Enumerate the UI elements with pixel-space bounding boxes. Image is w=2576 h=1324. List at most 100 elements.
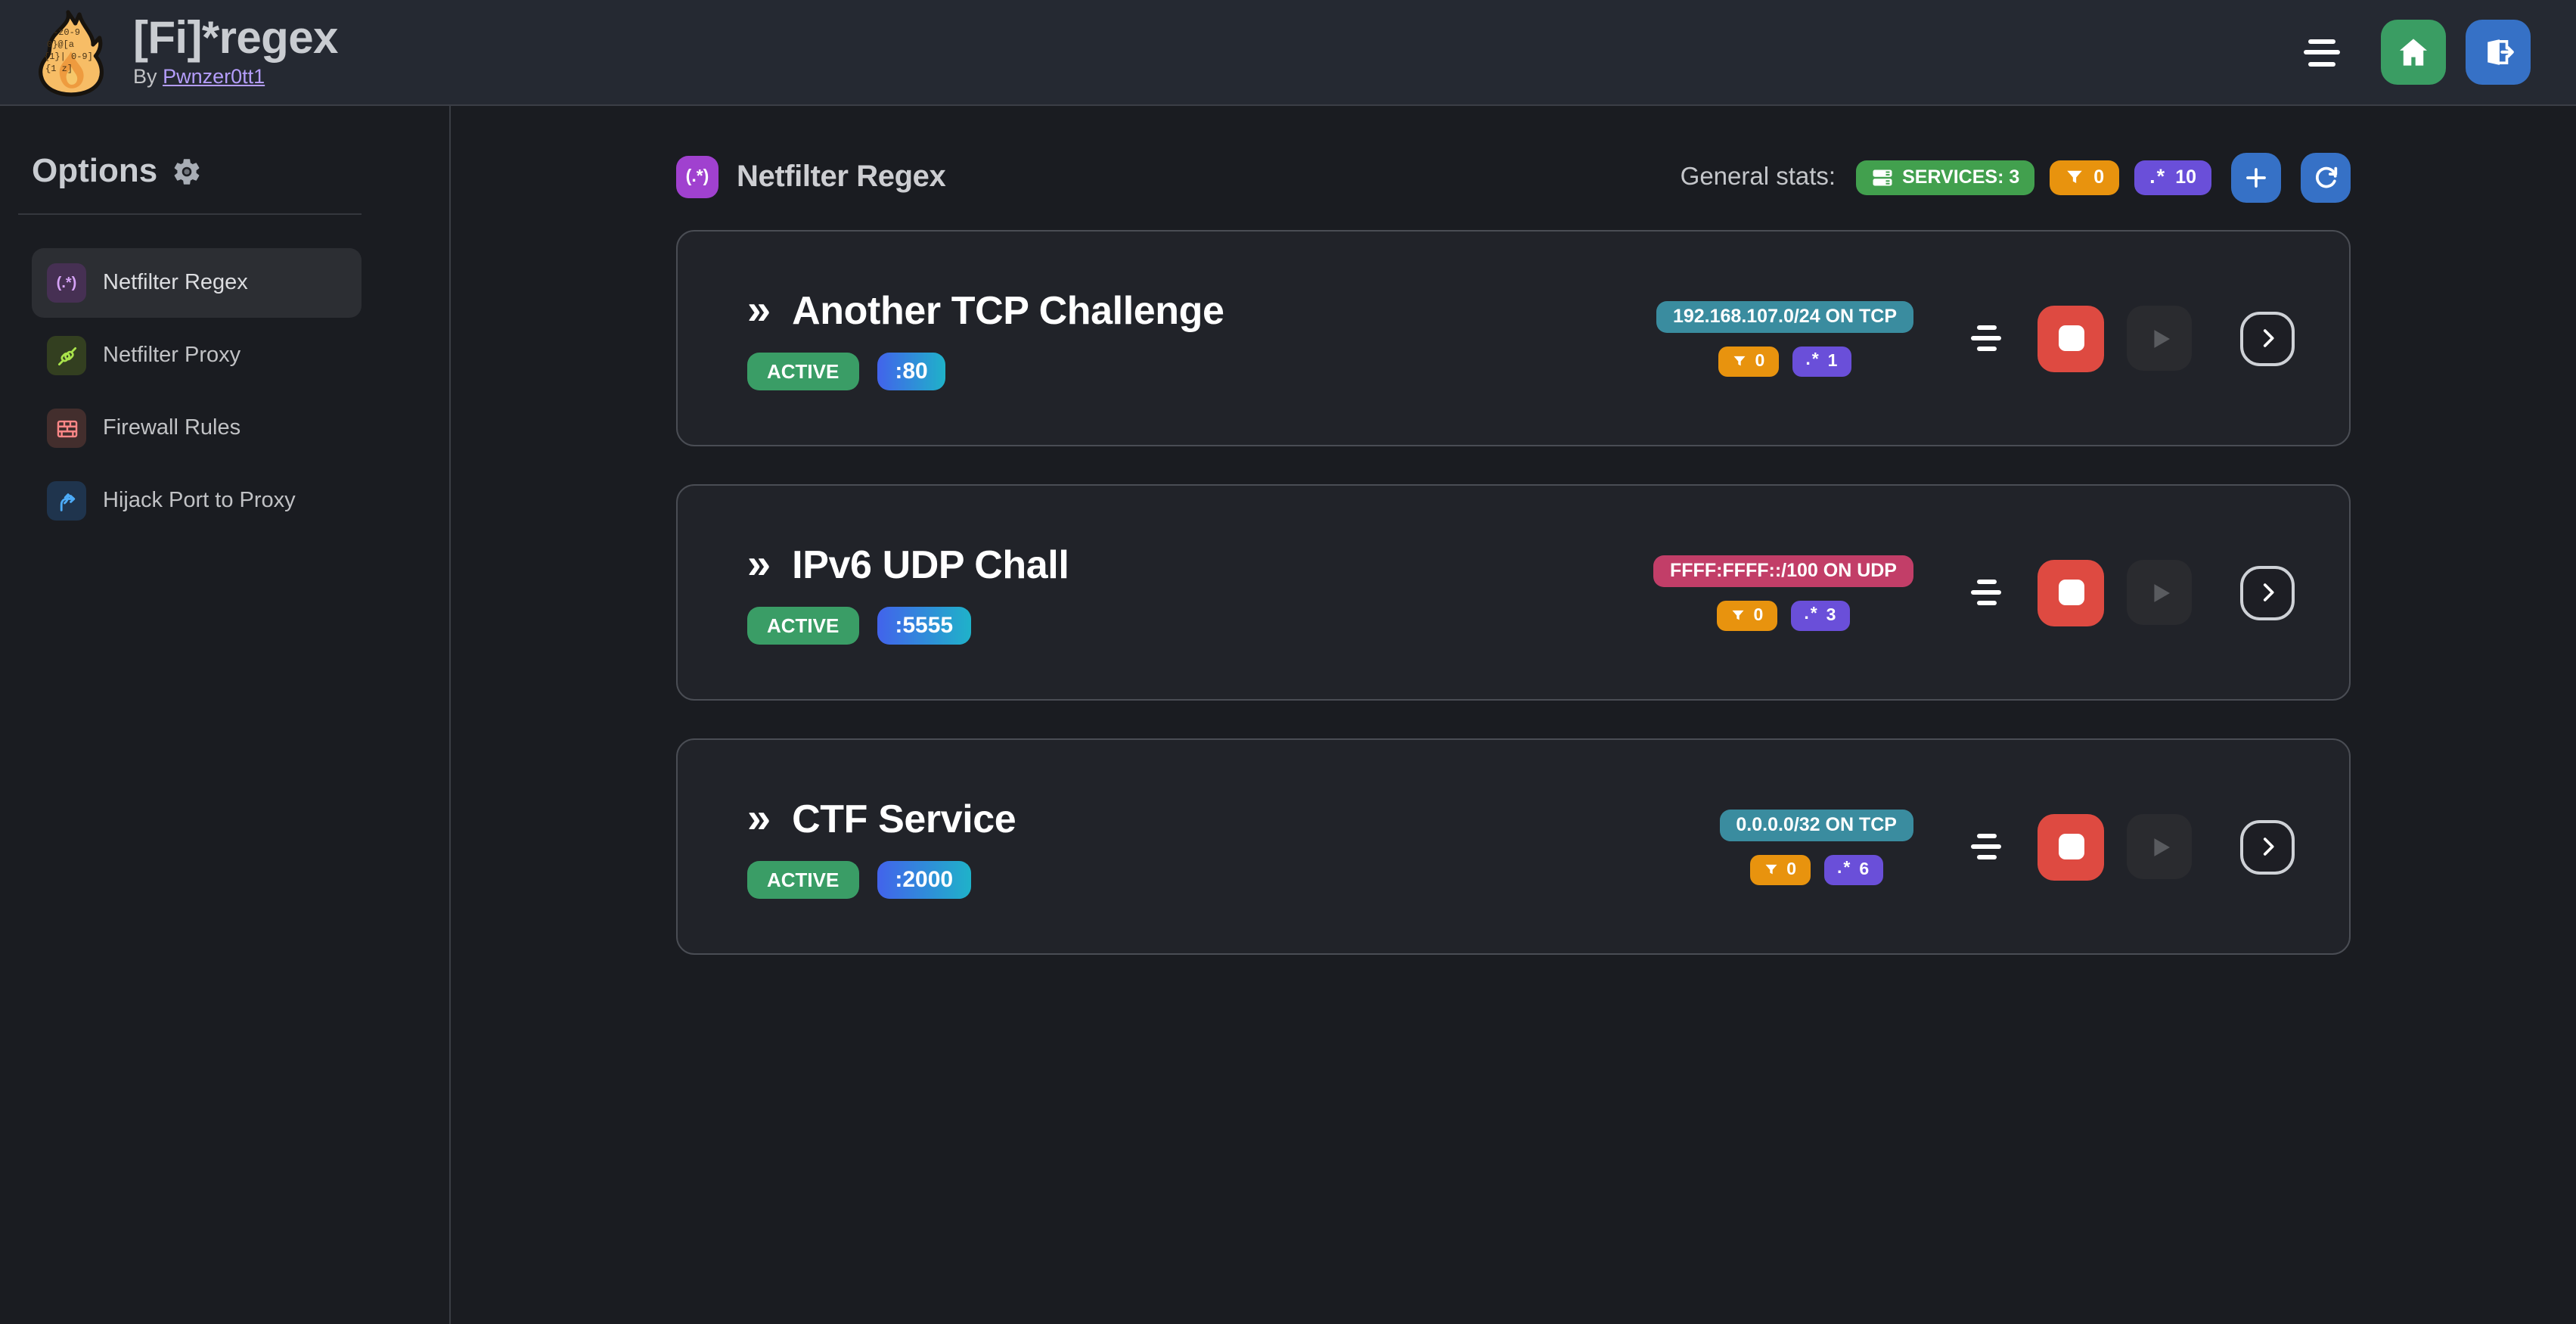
menu-icon[interactable] (2304, 39, 2340, 66)
service-regex-count-badge: .* 1 (1792, 346, 1851, 376)
service-filtered-count-badge: 0 (1717, 600, 1777, 630)
service-name: CTF Service (792, 795, 1016, 841)
regex-count-badge: .* 10 (2134, 160, 2211, 194)
funnel-icon (1765, 863, 1777, 874)
sidebar-heading-label: Options (32, 151, 158, 189)
service-regex-count: 6 (1859, 860, 1870, 878)
brand: -z0-9 0}@[a {1}| 0-9] {1 z] [Fi]*regex B… (30, 8, 338, 96)
sidebar-item-label: Netfilter Regex (103, 271, 248, 295)
stop-service-button[interactable] (2038, 559, 2104, 626)
byline: By Pwnzer0tt1 (133, 66, 338, 89)
open-service-button[interactable] (2240, 565, 2295, 620)
add-service-button[interactable] (2231, 152, 2281, 202)
service-regex-count-badge: .* 3 (1790, 600, 1850, 630)
service-chevrons-icon: » (747, 794, 771, 841)
svg-text:0}@[a: 0}@[a (47, 39, 74, 49)
sidebar-heading: Options (32, 151, 362, 191)
brand-text: [Fi]*regex By Pwnzer0tt1 (133, 13, 338, 89)
byline-prefix: By (133, 65, 157, 89)
funnel-icon (1733, 609, 1744, 620)
stop-service-button[interactable] (2038, 813, 2104, 880)
section-title: Netfilter Regex (737, 160, 946, 193)
service-endpoint-badge: 0.0.0.0/32 ON TCP (1719, 809, 1913, 841)
sidebar-nav: (.*) Netfilter Regex Netfilter Proxy (32, 248, 362, 536)
play-icon (2153, 329, 2169, 347)
stop-icon (2058, 834, 2084, 859)
app-title: [Fi]*regex (133, 13, 338, 64)
logout-button[interactable] (2466, 20, 2531, 85)
svg-text:{1 z]: {1 z] (45, 63, 73, 73)
service-card[interactable]: » CTF Service ACTIVE :2000 0.0.0.0/32 ON… (676, 738, 2351, 955)
logout-icon (2488, 39, 2514, 65)
home-icon (2399, 39, 2428, 66)
play-icon (2153, 838, 2169, 856)
split-arrows-icon (47, 481, 86, 521)
service-endpoint-badge: 192.168.107.0/24 ON TCP (1656, 300, 1913, 332)
svg-text:-z0-9: -z0-9 (53, 26, 80, 37)
stop-icon (2058, 325, 2084, 351)
service-filtered-count: 0 (1786, 860, 1796, 878)
gear-icon (174, 158, 200, 184)
service-name: Another TCP Challenge (792, 287, 1224, 332)
stop-icon (2058, 580, 2084, 605)
stop-service-button[interactable] (2038, 305, 2104, 371)
service-port-badge: :80 (877, 352, 946, 390)
start-service-button[interactable] (2127, 306, 2192, 371)
service-regex-count-badge: .* 6 (1823, 854, 1883, 884)
service-menu-icon[interactable] (1971, 580, 2001, 605)
sidebar-item-netfilter-proxy[interactable]: Netfilter Proxy (32, 321, 362, 390)
app-header: -z0-9 0}@[a {1}| 0-9] {1 z] [Fi]*regex B… (0, 0, 2576, 106)
funnel-icon (2067, 169, 2082, 183)
play-icon (2153, 583, 2169, 601)
sidebar: Options (.*) Netfilter Regex (0, 106, 451, 1324)
service-status-badge: ACTIVE (747, 860, 859, 898)
refresh-button[interactable] (2301, 152, 2351, 202)
regex-glyph-icon: .* (1837, 859, 1852, 878)
regex-glyph-icon: .* (2149, 165, 2167, 188)
general-stats: General stats: SERVICES: 3 (1681, 152, 2351, 202)
service-card[interactable]: » Another TCP Challenge ACTIVE :80 192.1… (676, 230, 2351, 446)
regex-count-label: 10 (2175, 166, 2196, 188)
service-list: » Another TCP Challenge ACTIVE :80 192.1… (676, 230, 2351, 955)
service-filtered-count-badge: 0 (1750, 854, 1810, 884)
service-name: IPv6 UDP Chall (792, 541, 1069, 586)
start-service-button[interactable] (2127, 560, 2192, 625)
chevron-right-icon (2262, 329, 2273, 347)
service-menu-icon[interactable] (1971, 325, 2001, 351)
filtered-count-label: 0 (2093, 166, 2105, 188)
stats-label: General stats: (1680, 163, 1836, 190)
open-service-button[interactable] (2240, 311, 2295, 365)
funnel-icon (1734, 355, 1746, 365)
sidebar-item-netfilter-regex[interactable]: (.*) Netfilter Regex (32, 248, 362, 318)
service-regex-count: 1 (1827, 352, 1838, 370)
service-card[interactable]: » IPv6 UDP Chall ACTIVE :5555 FFFF:FFFF:… (676, 484, 2351, 701)
sidebar-divider (18, 213, 362, 215)
service-regex-count: 3 (1826, 606, 1836, 624)
services-count-label: SERVICES: 3 (1902, 166, 2020, 188)
regex-glyph-icon: .* (1804, 605, 1819, 623)
sidebar-item-label: Hijack Port to Proxy (103, 489, 296, 513)
service-filtered-count-badge: 0 (1718, 346, 1779, 376)
sidebar-item-label: Firewall Rules (103, 416, 241, 440)
author-link[interactable]: Pwnzer0tt1 (163, 65, 265, 89)
main-area: (.*) Netfilter Regex General stats: (451, 106, 2576, 1324)
header-actions (2304, 20, 2531, 85)
service-endpoint-badge: FFFF:FFFF::/100 ON UDP (1653, 555, 1913, 586)
flame-logo-icon: -z0-9 0}@[a {1}| 0-9] {1 z] (39, 9, 104, 96)
service-status-badge: ACTIVE (747, 352, 859, 390)
service-menu-icon[interactable] (1971, 834, 2001, 859)
home-button[interactable] (2381, 20, 2446, 85)
filtered-count-badge: 0 (2050, 160, 2120, 194)
brick-wall-icon (47, 409, 86, 448)
start-service-button[interactable] (2127, 814, 2192, 879)
netfilter-regex-icon: (.*) (676, 156, 718, 198)
server-icon (1872, 169, 1892, 185)
open-service-button[interactable] (2240, 819, 2295, 874)
sidebar-item-firewall-rules[interactable]: Firewall Rules (32, 393, 362, 463)
sidebar-item-hijack-port[interactable]: Hijack Port to Proxy (32, 466, 362, 536)
sidebar-item-label: Netfilter Proxy (103, 343, 241, 368)
plug-icon (47, 336, 86, 375)
regex-glyph-icon: .* (1805, 350, 1820, 369)
service-port-badge: :2000 (877, 860, 972, 898)
